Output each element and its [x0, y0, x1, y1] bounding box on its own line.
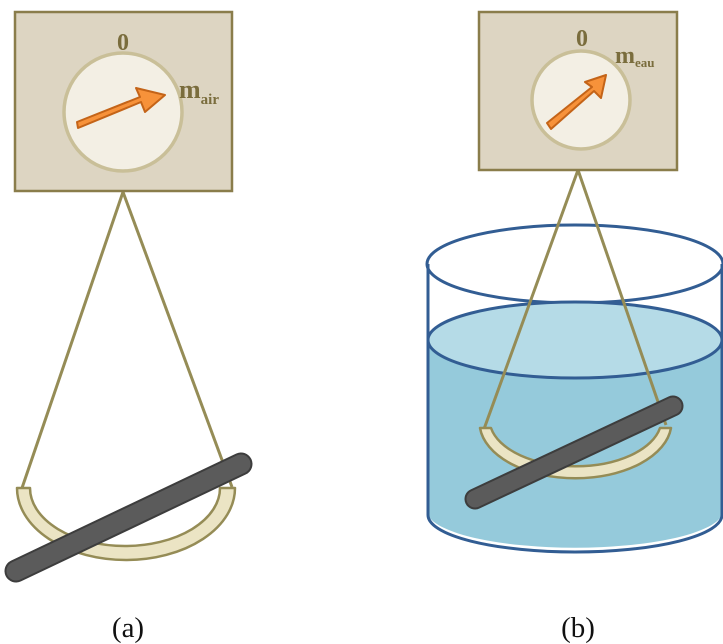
pointer-arrow-icon-a — [76, 87, 166, 129]
panel-b: 0 meau (b) — [425, 10, 723, 644]
mass-label-b: meau — [615, 43, 655, 70]
panel-a: 0 mair (a) — [4, 10, 253, 644]
water-surface — [426, 300, 723, 380]
mass-label-a: mair — [179, 75, 219, 108]
caption-b: (b) — [561, 612, 595, 644]
beaker-walls — [426, 264, 723, 554]
rod-b — [464, 395, 684, 510]
zero-label-b: 0 — [576, 26, 588, 52]
caption-a: (a) — [112, 612, 144, 644]
dial-face-a — [62, 51, 184, 173]
beaker-rim-back — [425, 223, 723, 305]
zero-label-a: 0 — [117, 30, 129, 56]
rod-a — [4, 452, 253, 583]
suspension-strings-a — [20, 191, 234, 489]
suspension-strings-b — [482, 169, 668, 430]
pointer-arrow-icon-b — [546, 74, 607, 130]
